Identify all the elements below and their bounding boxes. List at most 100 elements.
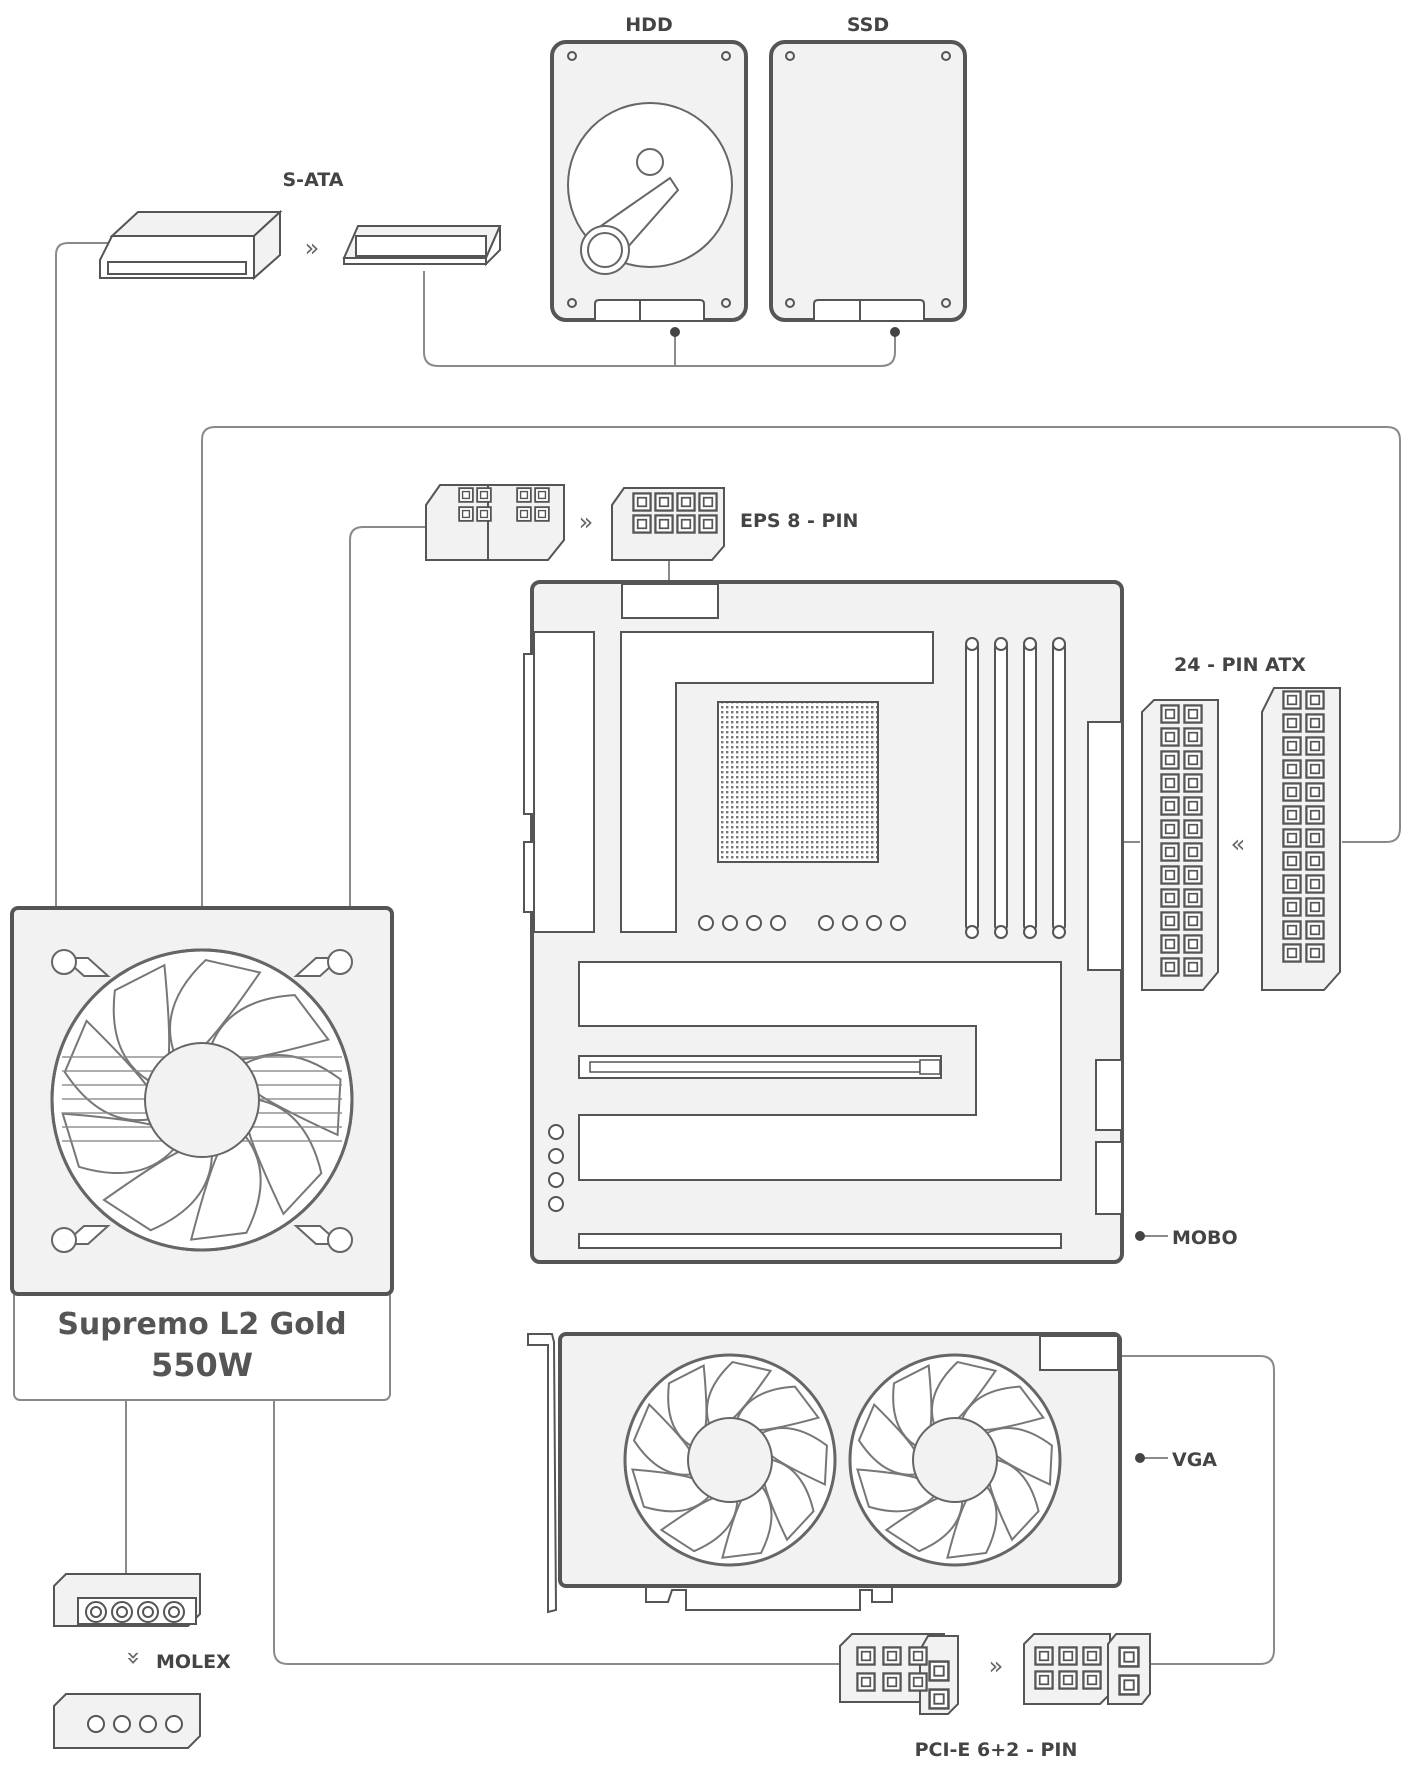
- connector-pin: [1282, 897, 1302, 917]
- pcie-label: PCI-E 6+2 - PIN: [915, 1739, 1078, 1761]
- connector-pin: [1282, 874, 1302, 894]
- connector-pin: [856, 1672, 876, 1692]
- connector-pin: [1282, 828, 1302, 848]
- connector-pin: [882, 1672, 902, 1692]
- connector-pin: [1183, 796, 1203, 816]
- connector-pin: [1160, 934, 1180, 954]
- psu: Supremo L2 Gold 550W: [10, 906, 394, 1401]
- cable-sata-drives: [423, 271, 896, 367]
- connector-pin: [1160, 704, 1180, 724]
- cable-psu-sata: [55, 242, 112, 910]
- connector-pin: [1282, 759, 1302, 779]
- molex-label: MOLEX: [156, 1651, 231, 1673]
- sata-connector-psu-side: [99, 209, 283, 281]
- connector-pin: [1305, 874, 1325, 894]
- connector-pin: [1183, 888, 1203, 908]
- connector-pin: [1183, 819, 1203, 839]
- connector-pin: [1183, 934, 1203, 954]
- connector-pin: [908, 1646, 928, 1666]
- connector-pin: [1305, 690, 1325, 710]
- connector-pin: [1305, 736, 1325, 756]
- connector-pin: [1058, 1646, 1078, 1666]
- connector-pin: [908, 1672, 928, 1692]
- hdd-label: HDD: [625, 14, 672, 36]
- connector-pin: [1183, 865, 1203, 885]
- fan-blade: [102, 1151, 213, 1232]
- fan-blade: [189, 1136, 262, 1241]
- connector-pin: [1282, 920, 1302, 940]
- fan-blade: [761, 1426, 828, 1486]
- cable-psu-atx: [201, 426, 1401, 910]
- connector-pin: [882, 1646, 902, 1666]
- connector-pin: [1160, 796, 1180, 816]
- connector-pin: [1118, 1646, 1140, 1668]
- connector-pin: [1160, 727, 1180, 747]
- pcie-connector-psu-side: [839, 1633, 959, 1715]
- connector-pin: [1282, 713, 1302, 733]
- molex-arrow: »: [120, 1651, 148, 1666]
- connector-pin: [1183, 727, 1203, 747]
- connector-pin: [1183, 704, 1203, 724]
- connector-pin: [1282, 690, 1302, 710]
- connector-pin: [1160, 819, 1180, 839]
- atx-label: 24 - PIN ATX: [1174, 654, 1306, 676]
- molex-connector-device-side: [53, 1693, 201, 1749]
- connector-pin: [1305, 805, 1325, 825]
- connector-pin: [1305, 920, 1325, 940]
- sata-arrow: »: [305, 234, 320, 262]
- connector-pin: [1305, 897, 1325, 917]
- ssd: SSD: [769, 14, 967, 322]
- eps-label: EPS 8 - PIN: [740, 510, 858, 532]
- gpu: [527, 1332, 1122, 1614]
- psu-name: Supremo L2 Gold: [57, 1307, 346, 1342]
- connector-pin: [1160, 773, 1180, 793]
- connector-pin: [1183, 957, 1203, 977]
- connector-pin: [1282, 943, 1302, 963]
- connector-pin: [1034, 1646, 1054, 1666]
- connector-pin: [928, 1660, 950, 1682]
- cable-psu-eps: [349, 526, 426, 910]
- connector-pin: [1305, 759, 1325, 779]
- motherboard: [523, 580, 1124, 1264]
- connector-pin: [1160, 957, 1180, 977]
- fan-blade: [169, 958, 262, 1051]
- connector-pin: [1282, 782, 1302, 802]
- connector-pin: [1282, 851, 1302, 871]
- connector-pin: [1082, 1670, 1102, 1690]
- connector-pin: [1305, 713, 1325, 733]
- connector-pin: [1082, 1646, 1102, 1666]
- connector-pin: [1183, 842, 1203, 862]
- atx-arrow: «: [1231, 830, 1246, 858]
- pcie-arrow: »: [989, 1652, 1004, 1680]
- vga-label: VGA: [1172, 1449, 1217, 1471]
- connector-pin: [1160, 888, 1180, 908]
- connector-pin: [856, 1646, 876, 1666]
- connector-pin: [1160, 842, 1180, 862]
- fan-blade: [986, 1426, 1053, 1486]
- atx-connector-board-side: [1141, 699, 1219, 991]
- connector-pin: [1183, 750, 1203, 770]
- connector-pin: [1305, 851, 1325, 871]
- connector-pin: [1160, 865, 1180, 885]
- sata-connector-drive-side: [342, 225, 502, 267]
- connector-pin: [1034, 1670, 1054, 1690]
- eps-connector-psu-side: [425, 484, 565, 561]
- cable-pcie-vga: [1078, 1355, 1275, 1665]
- eps-connector-board-side: [611, 487, 725, 561]
- psu-wattage: 550W: [151, 1346, 253, 1384]
- atx-connector-psu-side: [1261, 687, 1341, 991]
- molex-connector-psu-side: [53, 1573, 201, 1627]
- sata-label: S-ATA: [283, 169, 344, 191]
- connector-pin: [1282, 805, 1302, 825]
- connector-pin: [1305, 943, 1325, 963]
- connector-pin: [1058, 1670, 1078, 1690]
- cable-psu-pcie: [273, 1400, 840, 1665]
- connector-pin: [1305, 782, 1325, 802]
- connector-pin: [1282, 736, 1302, 756]
- connector-pin: [1305, 828, 1325, 848]
- ssd-label: SSD: [847, 14, 889, 36]
- connector-pin: [1118, 1674, 1140, 1696]
- connector-pin: [1160, 911, 1180, 931]
- pcie-connector-gpu-side: [1023, 1633, 1151, 1705]
